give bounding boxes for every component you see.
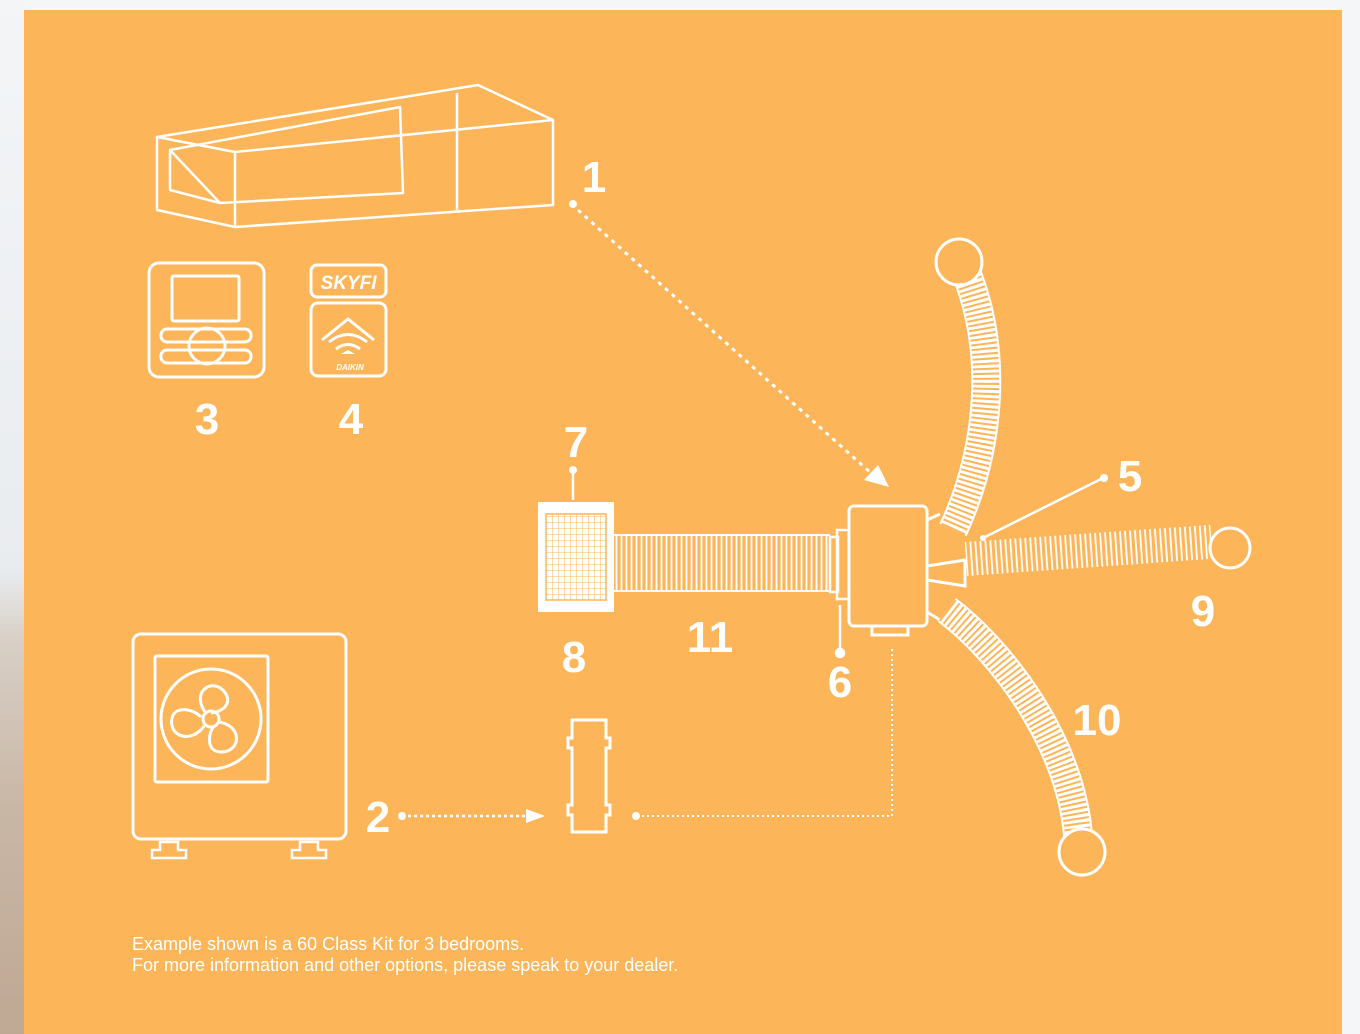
skyfi-wifi-module-icon: SKYFI DAIKIN [311,265,386,376]
spigot-6 [830,530,849,657]
caption-note: Example shown is a 60 Class Kit for 3 be… [132,934,678,976]
outdoor-unit-icon [133,634,346,858]
flexible-duct-upper [936,239,986,530]
control-wiring-line [632,648,892,820]
label-4: 4 [339,395,364,444]
leader-5 [980,474,1108,541]
flexible-duct-11 [612,535,830,591]
label-5: 5 [1118,452,1142,501]
flexible-duct-9 [965,525,1250,576]
daikin-logo-text: DAIKIN [336,363,364,372]
label-7: 7 [564,418,588,467]
label-10: 10 [1073,696,1122,745]
ducted-indoor-unit-icon [157,85,553,227]
wall-controller-icon [149,263,264,377]
skyfi-logo-text: SKYFI [321,273,378,294]
label-8: 8 [562,633,586,682]
connection-arrow-2 [398,809,545,823]
caption-line-2: For more information and other options, … [132,955,678,976]
return-air-grille-icon [538,502,614,612]
leader-7 [569,466,577,500]
label-6: 6 [828,658,852,707]
label-11: 11 [687,613,734,662]
label-3: 3 [195,395,219,444]
zone-controller-box-icon [568,720,610,832]
caption-line-1: Example shown is a 60 Class Kit for 3 be… [132,934,678,955]
label-9: 9 [1191,587,1215,636]
label-2: 2 [366,793,390,842]
label-1: 1 [582,153,606,202]
connection-arrow-1 [569,200,889,487]
